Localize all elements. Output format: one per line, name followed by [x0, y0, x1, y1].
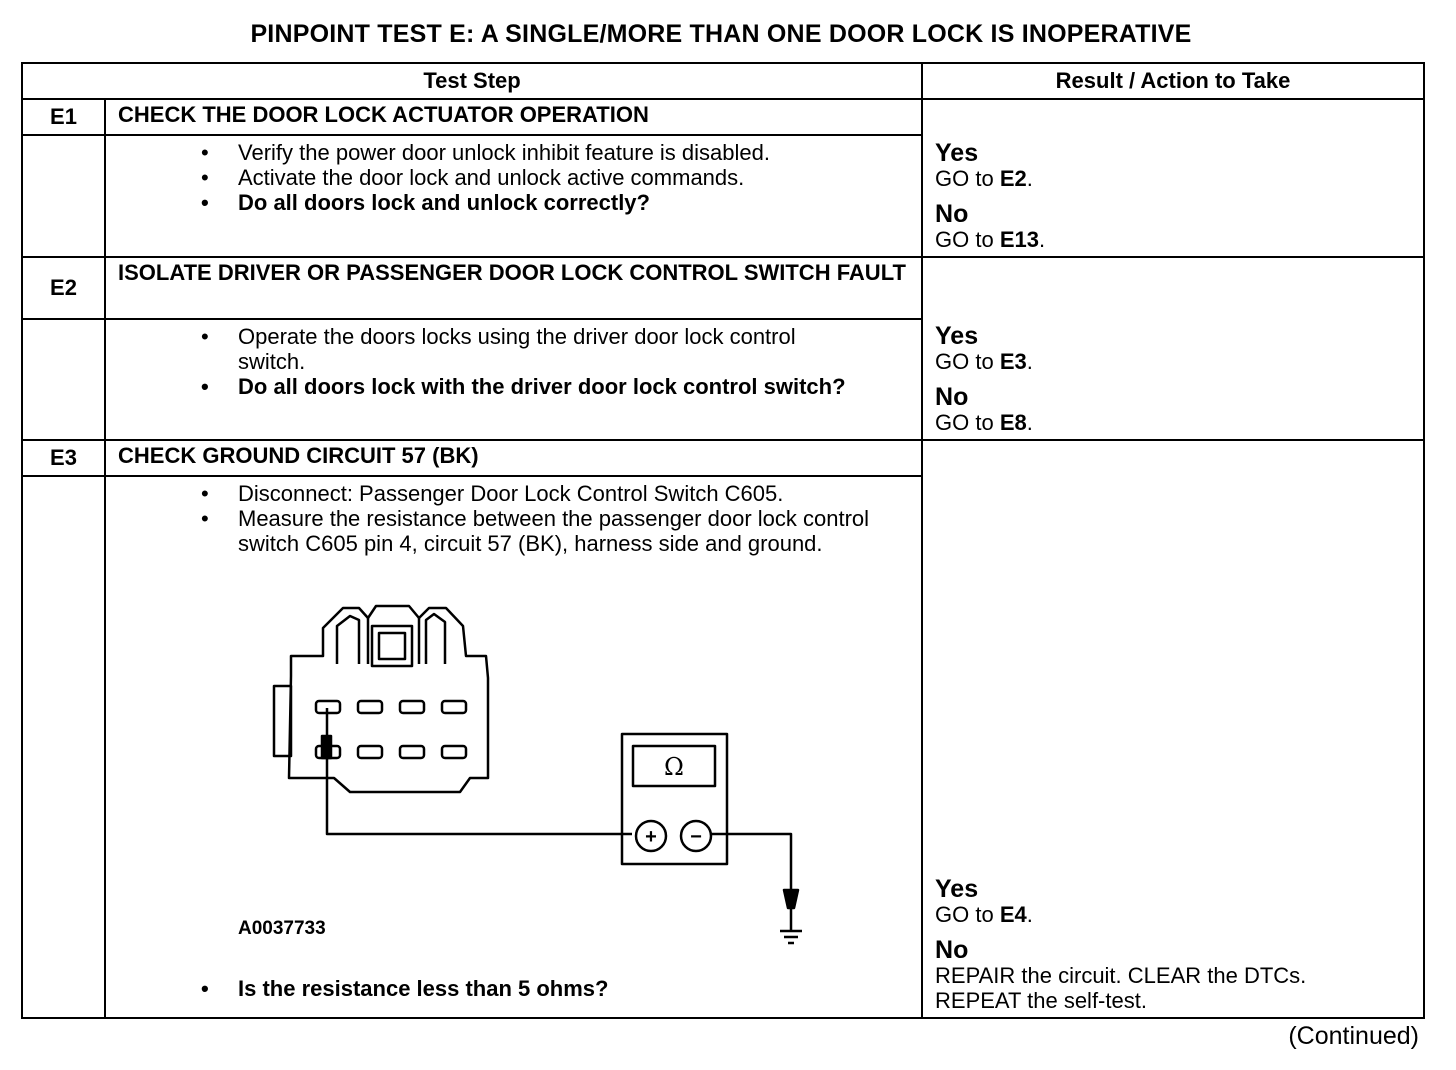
yes-action: GO to E2. — [935, 166, 1033, 191]
no-label: No — [935, 936, 969, 964]
step-id-spacer — [21, 475, 106, 1019]
step-id: E3 — [21, 439, 106, 477]
step-instruction: Disconnect: Passenger Door Lock Control … — [106, 481, 921, 506]
ohm-symbol: Ω — [664, 753, 684, 781]
step-instruction: Activate the door lock and unlock active… — [106, 165, 921, 190]
step-e3-body-row: Disconnect: Passenger Door Lock Control … — [21, 475, 1424, 1019]
connector-ohmmeter-diagram: Ω + − — [272, 604, 802, 945]
step-id-spacer — [21, 318, 106, 441]
page-title: PINPOINT TEST E: A SINGLE/MORE THAN ONE … — [250, 20, 1192, 48]
step-e3-heading-row: E3 CHECK GROUND CIRCUIT 57 (BK) Yes GO t… — [21, 439, 1426, 1019]
no-label: No — [935, 383, 969, 411]
step-heading: CHECK GROUND CIRCUIT 57 (BK) — [103, 439, 924, 477]
step-e3-result: Yes GO to E4. No REPAIR the circuit. CLE… — [921, 439, 1426, 1019]
no-action-line-2: REPEAT the self-test. — [935, 988, 1147, 1013]
step-body: Disconnect: Passenger Door Lock Control … — [103, 475, 924, 1019]
step-heading: ISOLATE DRIVER OR PASSENGER DOOR LOCK CO… — [103, 256, 924, 320]
connector-meter-figure: Ω + − A0037733 — [106, 556, 921, 976]
figure-id: A0037733 — [238, 918, 326, 939]
step-instruction: Operate the doors locks using the driver… — [106, 324, 921, 374]
step-question: Is the resistance less than 5 ohms? — [106, 976, 921, 1001]
yes-action: GO to E4. — [935, 902, 1033, 927]
yes-action: GO to E3. — [935, 349, 1033, 374]
step-e2-body-row: Operate the doors locks using the driver… — [21, 318, 1424, 441]
step-body: Verify the power door unlock inhibit fea… — [103, 134, 924, 258]
step-e2-heading-row: E2 ISOLATE DRIVER OR PASSENGER DOOR LOCK… — [21, 256, 1426, 441]
step-body: Operate the doors locks using the driver… — [103, 318, 924, 441]
no-action: GO to E8. — [935, 410, 1033, 435]
yes-label: Yes — [935, 322, 979, 350]
plus-terminal-label: + — [645, 826, 657, 848]
yes-label: Yes — [935, 139, 979, 167]
ohmmeter-drawing — [620, 732, 729, 866]
step-instruction: Measure the resistance between the passe… — [106, 506, 921, 556]
step-question: Do all doors lock and unlock correctly? — [106, 190, 921, 215]
step-e1-result: Yes GO to E2. No GO to E13. — [921, 98, 1426, 258]
minus-terminal-label: − — [690, 826, 702, 848]
table-header-row: Test Step Result / Action to Take — [20, 62, 1426, 100]
step-e1-body-row: Verify the power door unlock inhibit fea… — [21, 134, 1424, 258]
test-lead-negative — [711, 832, 793, 916]
continued-note: (Continued) — [1288, 1022, 1419, 1050]
step-id: E1 — [21, 98, 106, 136]
connector-c605-drawing — [272, 604, 490, 794]
yes-label: Yes — [935, 875, 979, 903]
result-header: Result / Action to Take — [921, 62, 1426, 100]
step-id-spacer — [21, 134, 106, 258]
no-action: GO to E13. — [935, 227, 1046, 252]
step-e2-result: Yes GO to E3. No GO to E8. — [921, 256, 1426, 441]
ground-symbol — [780, 916, 802, 945]
step-id: E2 — [21, 256, 106, 320]
step-e1-heading-row: E1 CHECK THE DOOR LOCK ACTUATOR OPERATIO… — [21, 98, 1426, 258]
step-heading: CHECK THE DOOR LOCK ACTUATOR OPERATION — [103, 98, 924, 136]
no-label: No — [935, 200, 969, 228]
step-question: Do all doors lock with the driver door l… — [106, 374, 921, 399]
no-action-line-1: REPAIR the circuit. CLEAR the DTCs. — [935, 963, 1307, 988]
step-instruction: Verify the power door unlock inhibit fea… — [106, 140, 921, 165]
test-lead-positive — [325, 708, 632, 836]
pinpoint-test-table: Test Step Result / Action to Take E1 CHE… — [20, 62, 1426, 1019]
test-step-header: Test Step — [20, 62, 924, 100]
